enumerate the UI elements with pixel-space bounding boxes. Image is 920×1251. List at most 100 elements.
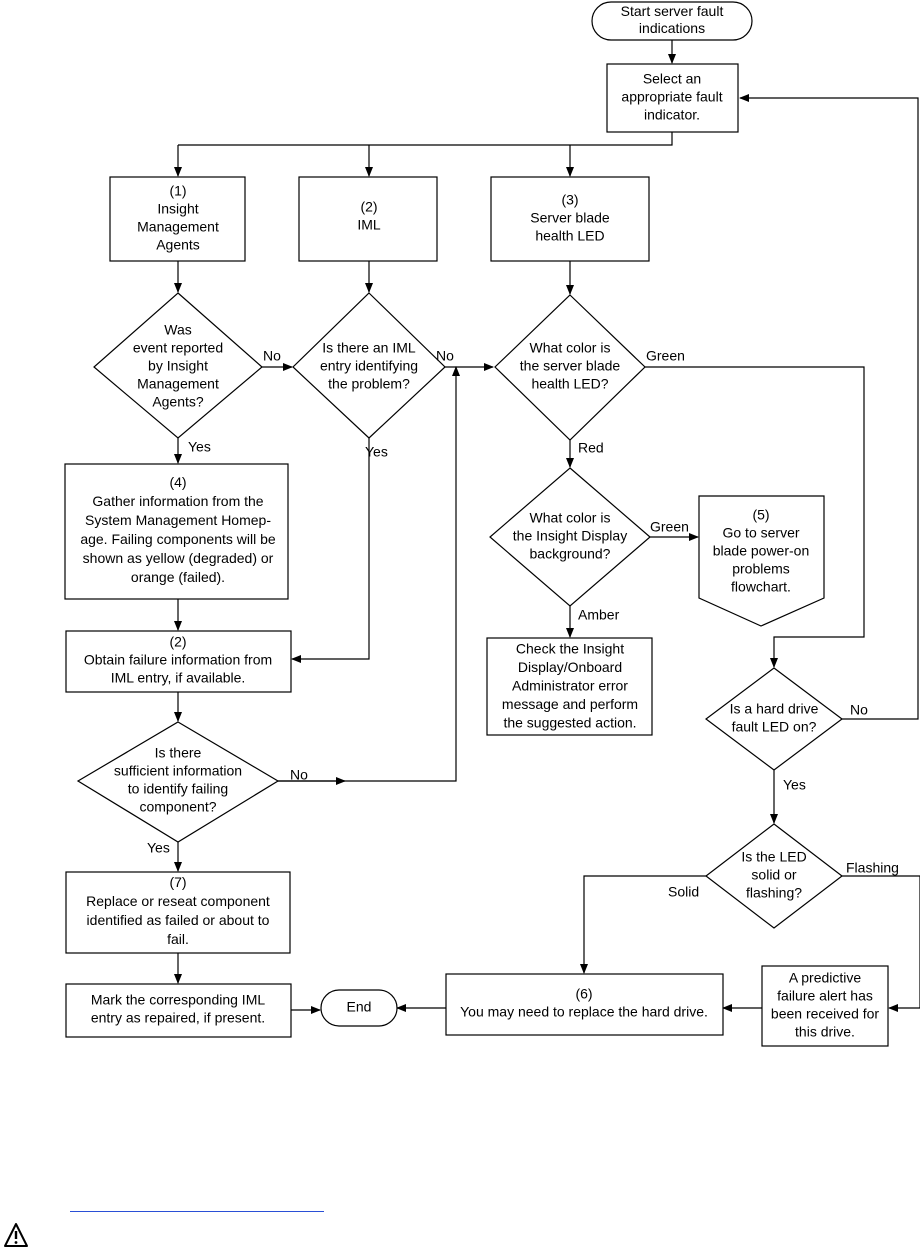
replace-hd-label-line: You may need to replace the hard drive. [460, 1004, 708, 1020]
gather-label-line: System Management Homep- [85, 512, 271, 528]
q-display-label-line: the Insight Display [513, 528, 627, 544]
iml-box-label-line: (2) [360, 199, 377, 215]
gather-label-line: shown as yellow (degraded) or [83, 550, 274, 566]
q-agents-diamond [93, 292, 263, 439]
edge-select-branch [178, 132, 673, 146]
edge-label-hd-no: No [850, 702, 868, 718]
led-box-label-line: Server blade [530, 210, 610, 226]
predictive-label-line: been received for [771, 1006, 880, 1022]
check-display-label-line: the suggested action. [503, 715, 636, 731]
q-agents-label-line: Was [164, 322, 191, 338]
led-box [490, 176, 650, 262]
gather-label-line: orange (failed). [131, 569, 225, 585]
start-terminal [591, 1, 753, 41]
edge-label-iml-no: No [436, 348, 454, 364]
q-display-diamond [489, 467, 651, 607]
edge-label-agents-no: No [263, 348, 281, 364]
predictive-label-line: A predictive [789, 970, 862, 986]
obtain-label-line: IML entry, if available. [111, 670, 246, 686]
obtain-box [65, 630, 292, 693]
link-underline[interactable] [70, 1211, 324, 1212]
replace-label-line: fail. [167, 931, 189, 947]
edge-label-display-amber: Amber [578, 607, 620, 623]
edge-label-sufficient-no: No [290, 767, 308, 783]
q-agents-label-line: by Insight [148, 358, 208, 374]
iml-box-label-line: IML [357, 217, 381, 233]
obtain-label-line: (2) [169, 634, 186, 650]
edge-label-state-flashing: Flashing [846, 860, 899, 876]
poweron-label-line: problems [732, 561, 790, 577]
q-sufficient-diamond [76, 721, 280, 843]
q-agents-label-line: Management [137, 376, 219, 392]
select-label-line: Select an [643, 71, 701, 87]
q-sufficient-label-line: to identify failing [128, 781, 228, 797]
q-iml-label-line: Is there an IML [322, 340, 416, 356]
q-hd-fault-label-line: fault LED on? [732, 719, 817, 735]
q-led-state-diamond [705, 823, 843, 929]
predictive-label-line: this drive. [795, 1024, 855, 1040]
poweron-label-line: blade power-on [713, 543, 810, 559]
q-agents-label-line: Agents? [152, 394, 204, 410]
check-display-box [486, 637, 653, 736]
q-sufficient-label-line: Is there [155, 745, 202, 761]
edge-label-state-solid: Solid [668, 884, 699, 900]
edge-led-green [645, 366, 865, 668]
agents-box [109, 176, 246, 262]
gather-label-line: (4) [169, 474, 186, 490]
q-sufficient-label-line: sufficient information [114, 763, 242, 779]
replace-label-line: (7) [169, 874, 186, 890]
edge-label-display-green: Green [650, 519, 689, 535]
start-label-line: indications [639, 20, 705, 36]
q-iml-label-line: the problem? [328, 376, 410, 392]
agents-box-label-line: Management [137, 219, 219, 235]
edge-label-agents-yes: Yes [188, 439, 211, 455]
mark-box [65, 983, 292, 1038]
edge-label-iml-yes: Yes [365, 444, 388, 460]
poweron-label-line: (5) [752, 507, 769, 523]
end-label-line: End [347, 999, 372, 1015]
led-box-label-line: health LED [535, 228, 604, 244]
edge-iml-yes [291, 438, 370, 663]
led-box-label-line: (3) [561, 192, 578, 208]
predictive-label-line: failure alert has [777, 988, 873, 1004]
poweron-label-line: flowchart. [731, 579, 791, 595]
select-indicator-box [606, 63, 739, 133]
agents-box-label-line: (1) [169, 183, 186, 199]
mark-label-line: Mark the corresponding IML [91, 992, 266, 1008]
check-display-label-line: Administrator error [512, 678, 628, 694]
q-iml-label-line: entry identifying [320, 358, 418, 374]
replace-label-line: identified as failed or about to [87, 912, 270, 928]
q-led-state-label-line: solid or [751, 867, 796, 883]
start-label-line: Start server fault [621, 3, 724, 19]
q-led-color-label-line: What color is [530, 340, 611, 356]
q-agents-label-line: event reported [133, 340, 223, 356]
q-led-state-label-line: Is the LED [741, 849, 806, 865]
edge-label-led-green: Green [646, 348, 685, 364]
q-led-color-label-line: health LED? [531, 376, 608, 392]
q-sufficient-label-line: component? [139, 799, 216, 815]
predictive-box [761, 965, 889, 1047]
edge-label-sufficient-yes: Yes [147, 840, 170, 856]
replace-box [65, 871, 291, 954]
q-display-label-line: What color is [530, 510, 611, 526]
q-led-state-label-line: flashing? [746, 885, 802, 901]
q-hd-diamond [705, 667, 843, 771]
check-display-label-line: message and perform [502, 696, 638, 712]
obtain-label-line: Obtain failure information from [84, 652, 272, 668]
gather-label-line: age. Failing components will be [80, 531, 276, 547]
replace-hd-box [445, 973, 724, 1036]
edge-state-flashing [842, 875, 920, 1012]
poweron-offpage [698, 495, 825, 627]
replace-hd-label-line: (6) [575, 986, 592, 1002]
select-label-line: indicator. [644, 107, 700, 123]
q-iml-diamond [292, 292, 446, 439]
edge-state-solid [580, 875, 708, 974]
select-label-line: appropriate fault [621, 89, 722, 105]
gather-label-line: Gather information from the [92, 493, 263, 509]
replace-label-line: Replace or reseat component [86, 893, 270, 909]
q-led-color-label-line: the server blade [520, 358, 621, 374]
agents-box-label-line: Insight [157, 201, 198, 217]
edge-hd-no [739, 94, 919, 720]
check-display-label-line: Display/Onboard [518, 659, 622, 675]
warning-triangle-icon [4, 1223, 28, 1247]
